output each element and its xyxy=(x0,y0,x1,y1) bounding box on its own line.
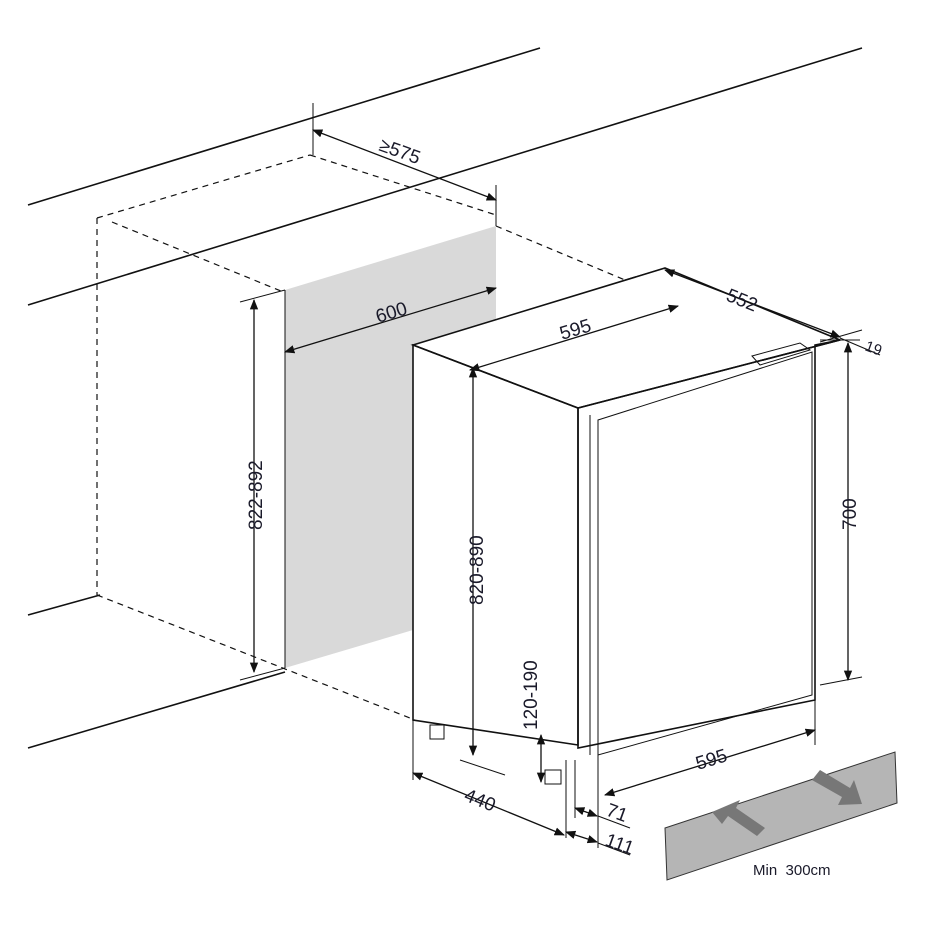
dim-niche-height: 822-892 xyxy=(246,460,267,530)
dim-offset-large: 111 xyxy=(602,830,636,860)
dimension-lines xyxy=(239,103,881,856)
dim-offset-small: 71 xyxy=(603,800,630,827)
wall-lines xyxy=(27,47,863,749)
ventilation-grille xyxy=(664,751,898,881)
dim-door-width: 595 xyxy=(693,745,729,774)
dim-appliance-height: 820-890 xyxy=(467,535,488,605)
dim-appliance-width: 595 xyxy=(557,315,593,344)
niche-back-panel xyxy=(285,226,496,668)
dim-door-height: 700 xyxy=(840,498,861,530)
dim-door-thickness: 19 xyxy=(863,338,884,360)
arrow-out-icon xyxy=(812,770,862,805)
dim-plinth-height: 120-190 xyxy=(521,660,542,730)
ventilation-note: Min 300cm xyxy=(753,862,831,879)
dim-niche-depth: ≥575 xyxy=(376,135,423,169)
arrow-in-icon xyxy=(712,800,765,836)
appliance xyxy=(410,267,843,848)
dim-appliance-depth: 552 xyxy=(723,285,760,316)
dim-side-depth: 440 xyxy=(461,785,498,816)
